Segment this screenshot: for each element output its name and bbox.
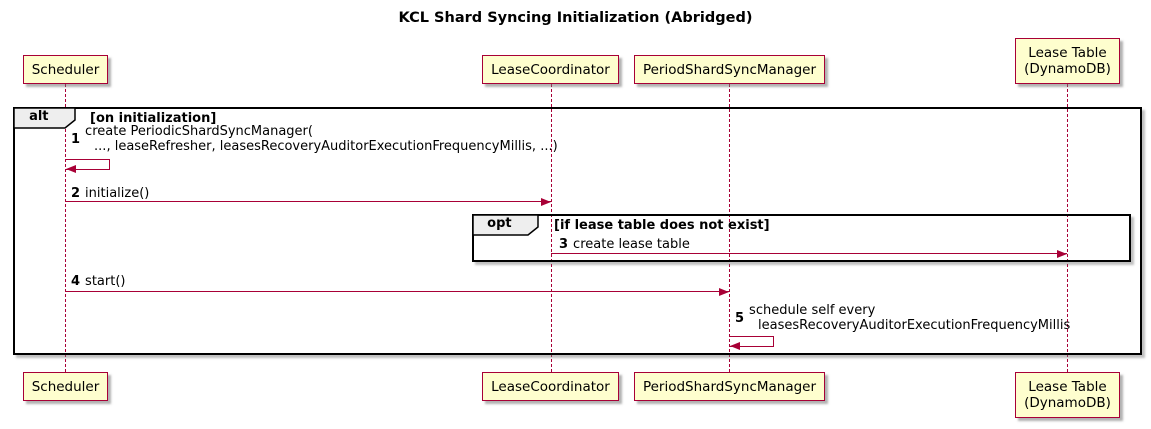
diagram-title: KCL Shard Syncing Initialization (Abridg… <box>398 10 753 26</box>
lifeline-leasecoordinator <box>550 84 552 372</box>
participant-leasecoordinator-top: LeaseCoordinator <box>482 55 619 84</box>
arrowhead-icon <box>730 342 740 350</box>
participant-label: Scheduler <box>31 61 100 78</box>
participant-label: Scheduler <box>31 378 100 395</box>
message-text-line1: create PeriodicShardSyncManager( <box>85 124 313 139</box>
message-4-label: 4 start() <box>71 274 125 289</box>
opt-frame: opt [if lease table does not exist] <box>472 214 1131 262</box>
alt-guard: [on initialization] <box>90 111 217 126</box>
participant-label: Lease Table <box>1028 45 1107 61</box>
participant-scheduler-bottom: Scheduler <box>23 372 108 401</box>
participant-scheduler-top: Scheduler <box>23 55 108 84</box>
opt-guard: [if lease table does not exist] <box>554 218 770 233</box>
message-number: 1 <box>71 131 81 147</box>
participant-periodshardsyncmanager-bottom: PeriodShardSyncManager <box>634 372 825 401</box>
arrowhead-icon <box>1057 249 1067 258</box>
message-4-arrow <box>65 291 729 292</box>
message-number: 3 <box>559 237 569 252</box>
frame-tab-shape <box>473 215 539 236</box>
participant-label: LeaseCoordinator <box>491 61 610 78</box>
arrowhead-icon <box>719 287 729 296</box>
alt-operator-label: alt <box>29 109 49 124</box>
alt-operator-tab: alt <box>14 108 76 129</box>
message-2-arrow <box>65 201 551 202</box>
message-3-label: 3 create lease table <box>559 237 690 252</box>
participant-leasecoordinator-bottom: LeaseCoordinator <box>482 372 619 401</box>
message-number: 4 <box>71 274 81 289</box>
opt-operator-tab: opt <box>473 215 539 236</box>
message-3-arrow <box>551 253 1067 254</box>
arrowhead-icon <box>66 165 76 173</box>
participant-periodshardsyncmanager-top: PeriodShardSyncManager <box>634 55 825 84</box>
message-number: 2 <box>71 186 81 201</box>
message-text: start() <box>85 274 126 289</box>
participant-label: Lease Table <box>1028 379 1107 395</box>
participant-sublabel: (DynamoDB) <box>1024 61 1111 77</box>
message-number: 5 <box>735 310 745 326</box>
participant-label: LeaseCoordinator <box>491 378 610 395</box>
participant-leasetable-bottom: Lease Table (DynamoDB) <box>1015 372 1120 418</box>
message-2-label: 2 initialize() <box>71 186 149 201</box>
alt-frame: alt [on initialization] <box>13 107 1142 355</box>
lifeline-periodshardsyncmanager <box>729 84 730 372</box>
participant-sublabel: (DynamoDB) <box>1024 395 1111 411</box>
message-5-label: 5 schedule self every leasesRecoveryAudi… <box>735 303 1070 333</box>
arrowhead-icon <box>541 197 551 206</box>
message-text-line2: leasesRecoveryAuditorExecutionFrequencyM… <box>758 318 1071 333</box>
participant-leasetable-top: Lease Table (DynamoDB) <box>1015 38 1120 84</box>
message-text: create lease table <box>573 237 690 252</box>
frame-tab-shape <box>14 108 76 129</box>
message-text: initialize() <box>85 186 150 201</box>
message-1-label: 1 create PeriodicShardSyncManager( ..., … <box>71 124 558 154</box>
participant-label: PeriodShardSyncManager <box>642 378 817 395</box>
lifeline-leasetable <box>1067 84 1068 372</box>
lifeline-scheduler <box>64 84 66 372</box>
message-1-self-arrow <box>65 159 110 170</box>
message-text-line1: schedule self every <box>749 303 876 318</box>
opt-operator-label: opt <box>487 216 512 231</box>
message-5-self-arrow <box>729 336 774 347</box>
participant-label: PeriodShardSyncManager <box>642 61 817 78</box>
message-text-line2: ..., leaseRefresher, leasesRecoveryAudit… <box>94 139 558 154</box>
